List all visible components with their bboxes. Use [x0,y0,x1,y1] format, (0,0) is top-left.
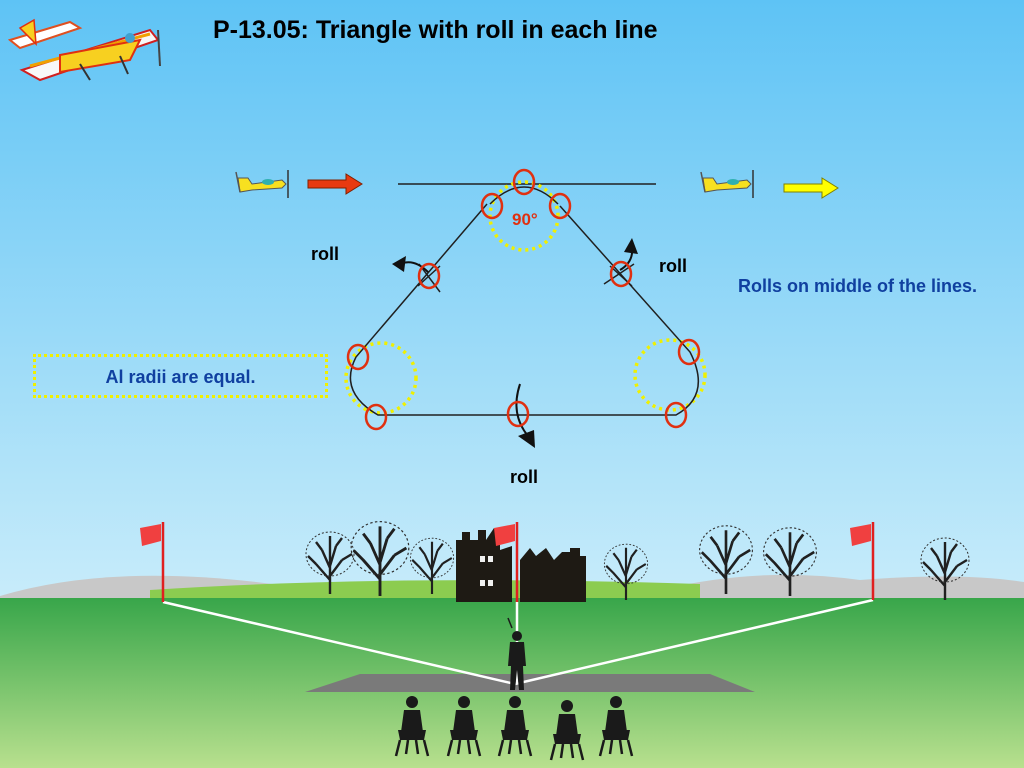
page-title: P-13.05: Triangle with roll in each line [213,16,658,44]
roll-arrow-bottom [515,383,535,448]
roll-label-bottom: roll [510,467,539,487]
flag-icon [140,522,875,602]
runway [305,674,755,692]
radii-note-box: Al radii are equal. [33,354,328,398]
roll-label-left: roll [311,244,340,264]
hill-right [660,574,1024,600]
exit-arrow [783,177,839,199]
angle-label: 90° [512,210,538,229]
castle-icon [456,528,586,602]
rolls-position-note: Rolls on middle of the lines. [738,276,978,296]
roll-arrow-right [619,238,638,271]
plane-logo-icon [7,18,161,82]
roll-marker-circles [346,168,701,431]
roll-label-right: roll [659,256,688,276]
pilot-icon [507,617,526,690]
roll-arrow-left [392,256,429,273]
sky-background [0,0,1024,600]
radius-circles [344,180,707,415]
triangle-path [349,203,700,416]
radii-note: Al radii are equal. [105,367,256,387]
entry-plane-icon [235,170,289,198]
exit-plane-icon [700,170,754,198]
entry-arrow [307,173,363,195]
